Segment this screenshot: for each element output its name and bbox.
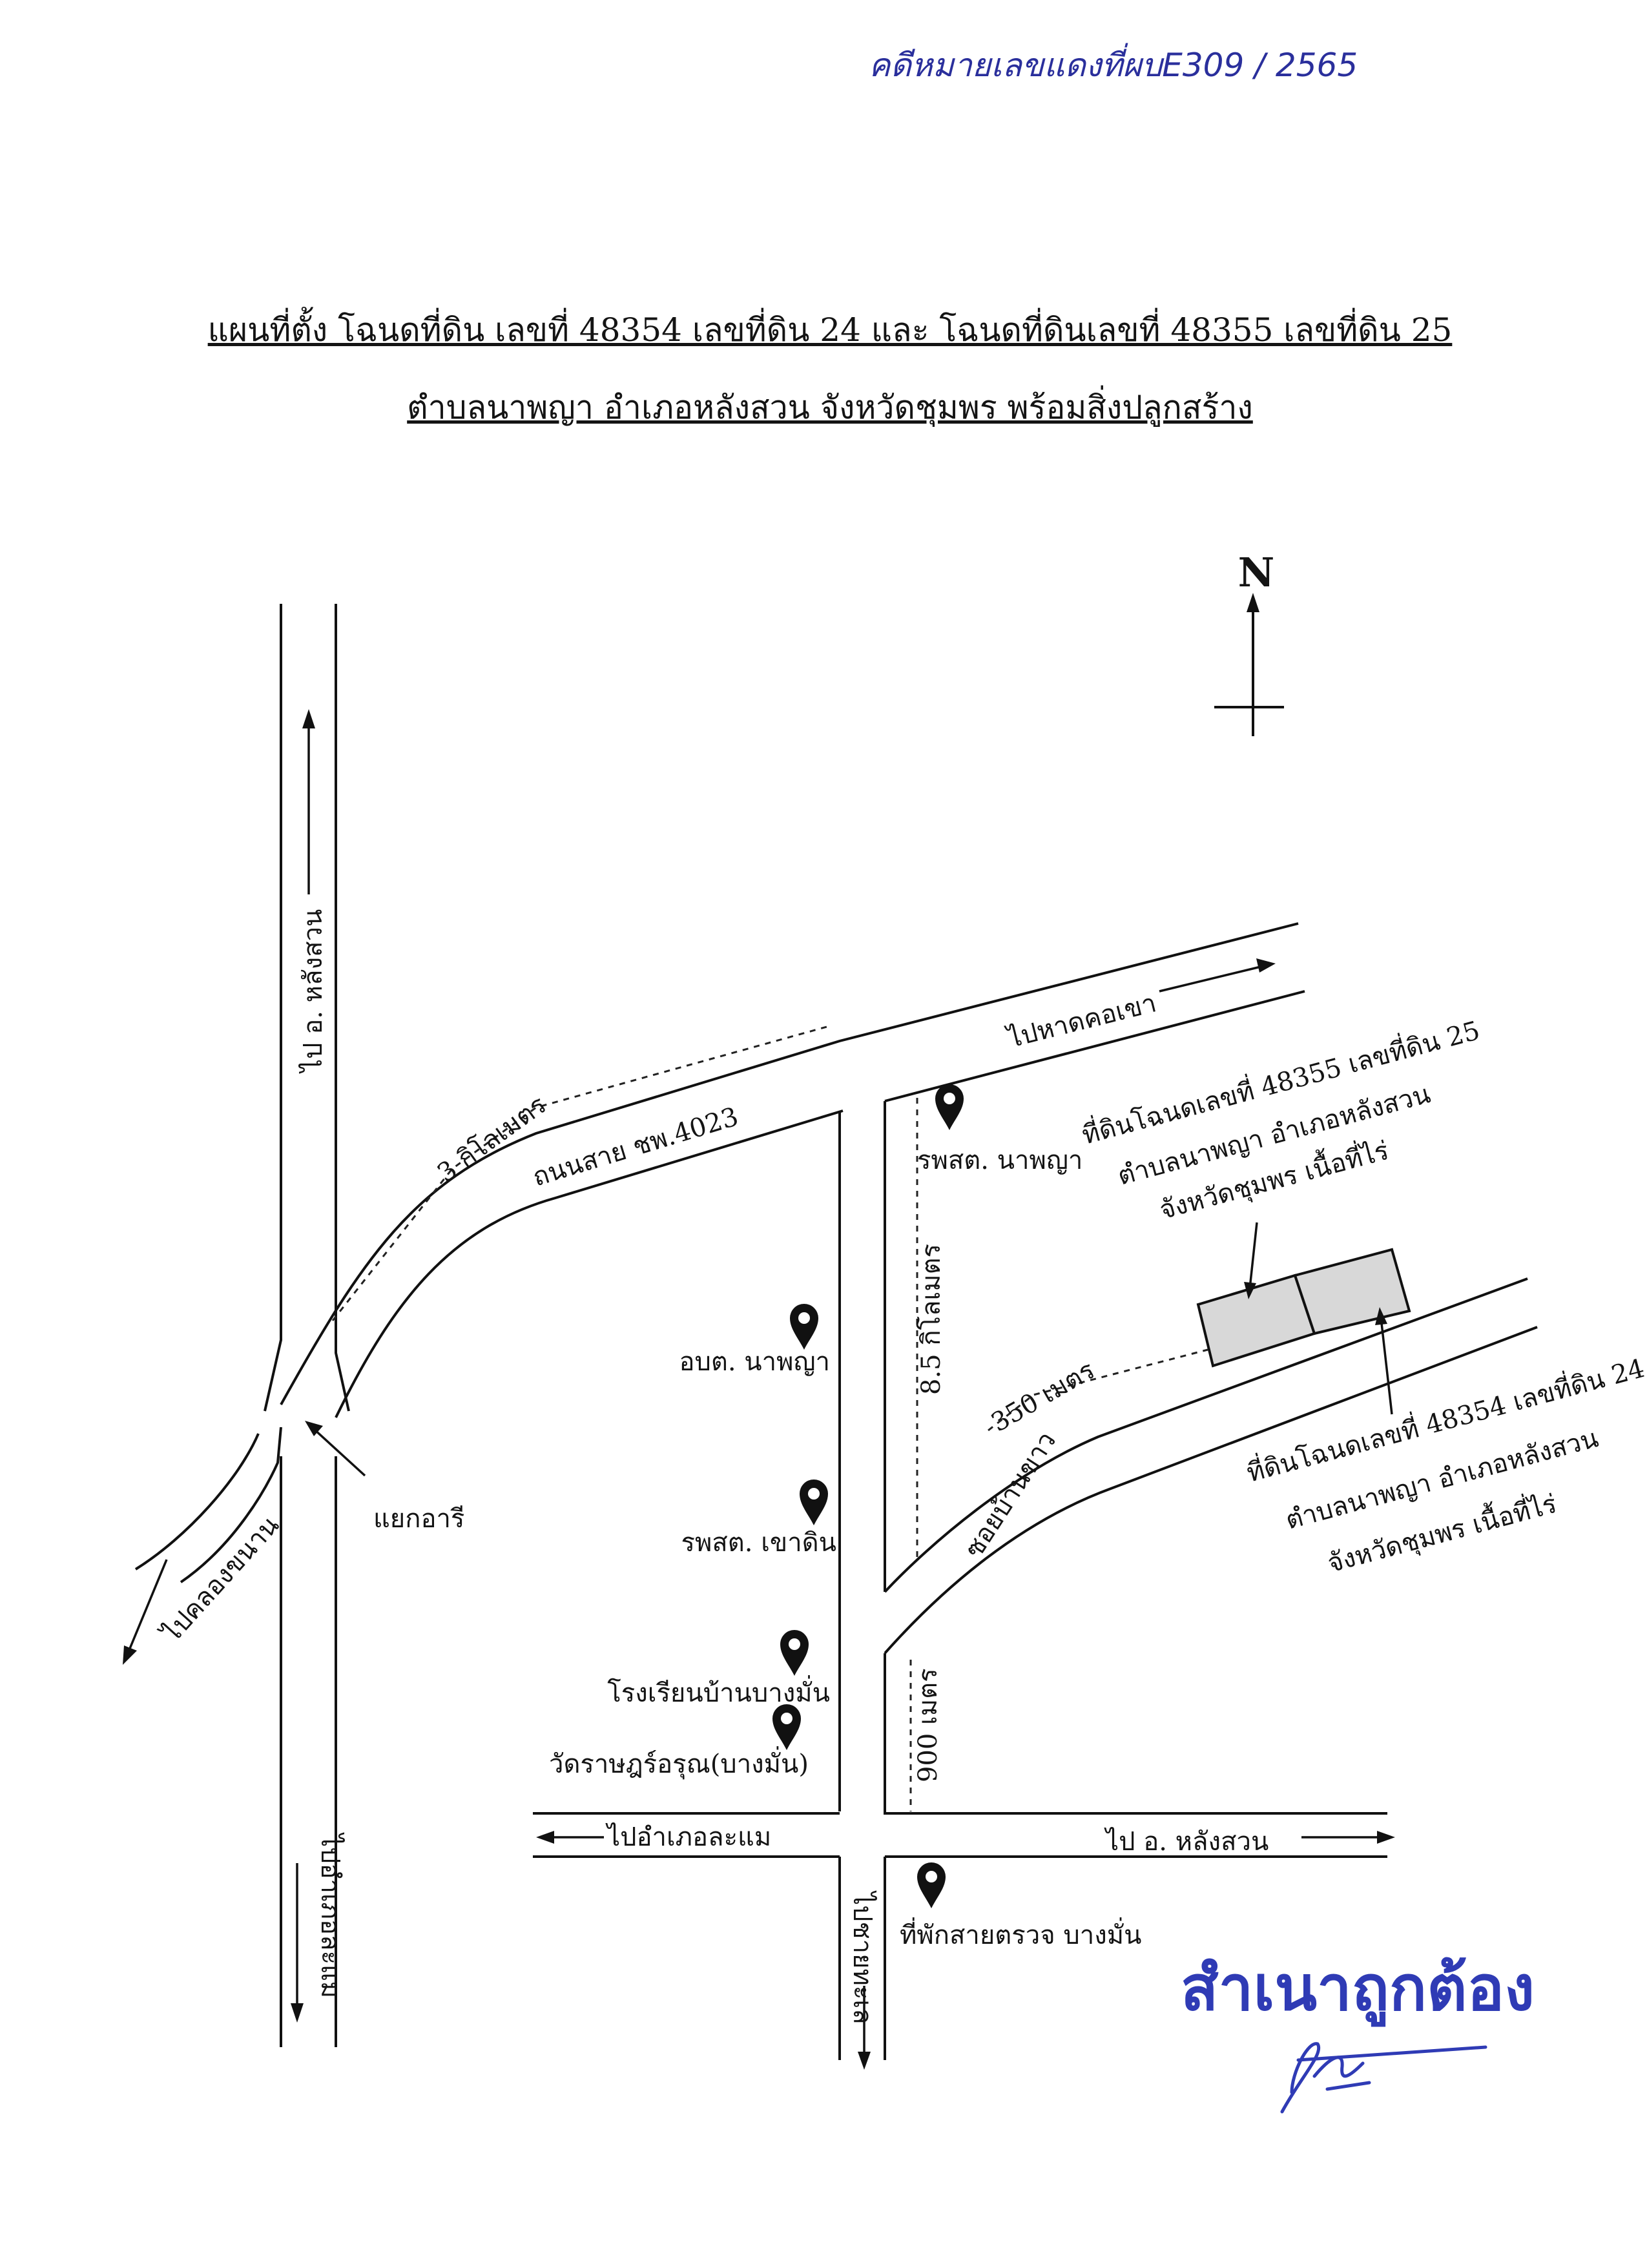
location-pin-icon xyxy=(772,1704,801,1750)
parcel-25-shape xyxy=(1293,1248,1411,1335)
road-label-to-lamae-bottom: ไปอำเภอละแม xyxy=(605,1822,771,1852)
road-label-to-chai-thale: ไปชายทะเล xyxy=(847,1890,877,2025)
road-label-chp-4023: ถนนสาย ชพ.4023 xyxy=(529,1102,741,1192)
road-label-to-lang-suan-north: ไป อ. หลังสวน xyxy=(298,909,328,1074)
map-title-line1: แผนที่ตั้ง โฉนดที่ดิน เลขที่ 48354 เลขที… xyxy=(208,307,1453,349)
location-pin-icon xyxy=(935,1084,964,1130)
parcel-24-shape xyxy=(1196,1273,1316,1368)
distance-lines xyxy=(331,1026,1208,1811)
north-label: N xyxy=(1238,549,1275,596)
road-label-to-khlong-khanan: ไปคลองขนาน xyxy=(156,1510,285,1649)
road-label-to-hat-khokhao: ไปหาดคอเขา xyxy=(1003,988,1159,1054)
side-road-north-south xyxy=(838,1101,886,2060)
location-pin-icon xyxy=(917,1862,946,1908)
distance-label-8-5km: 8.5 กิโลเมตร xyxy=(917,1244,946,1395)
location-pin-icon xyxy=(790,1304,818,1350)
highway-north-south xyxy=(264,604,350,2047)
road-label-soi-ban-khao: ซอยบ้านขาว xyxy=(959,1427,1062,1563)
landmark-label: รพสต. เขาดิน xyxy=(681,1528,836,1558)
location-pin-icon xyxy=(800,1479,828,1525)
distance-label-900m: 900 เมตร xyxy=(913,1668,943,1782)
road-label-to-lamae: ไปอำเภอละแม xyxy=(315,1832,345,1998)
intersection-label: แยกอารี xyxy=(373,1504,464,1534)
north-arrow-icon xyxy=(1214,593,1284,736)
land-parcels xyxy=(1196,1222,1411,1415)
road-to-khlong-khanan xyxy=(134,1427,282,1583)
road-chp-4023 xyxy=(280,922,1305,1418)
landmark-label: ที่พักสายตรวจ บางมั่น xyxy=(900,1917,1141,1950)
certified-copy-stamp: สำเนาถูกต้อง xyxy=(1181,1952,1535,2027)
road-east-west xyxy=(533,1812,1387,1858)
distance-label-350m: 350 เมตร xyxy=(986,1356,1100,1438)
map-title-line2: ตำบลนาพญา อำเภอหลังสวน จังหวัดชุมพร พร้อ… xyxy=(407,386,1253,427)
landmark-label: รพสต. นาพญา xyxy=(917,1146,1082,1175)
road-label-to-lang-suan-east: ไป อ. หลังสวน xyxy=(1104,1827,1269,1857)
case-number: คดีหมายเลขแดงที่ผบE309 / 2565 xyxy=(869,43,1358,84)
landmark-label: อบต. นาพญา xyxy=(679,1347,830,1377)
landmark-label: โรงเรียนบ้านบางมั่น xyxy=(607,1675,830,1708)
signature xyxy=(1280,2042,1487,2114)
soi-ban-khao xyxy=(884,1277,1538,1655)
direction-arrow-icon xyxy=(123,709,1395,2070)
landmark-label: วัดราษฎร์อรุณ(บางมั่น) xyxy=(549,1746,809,1780)
location-pin-icon xyxy=(780,1630,809,1676)
